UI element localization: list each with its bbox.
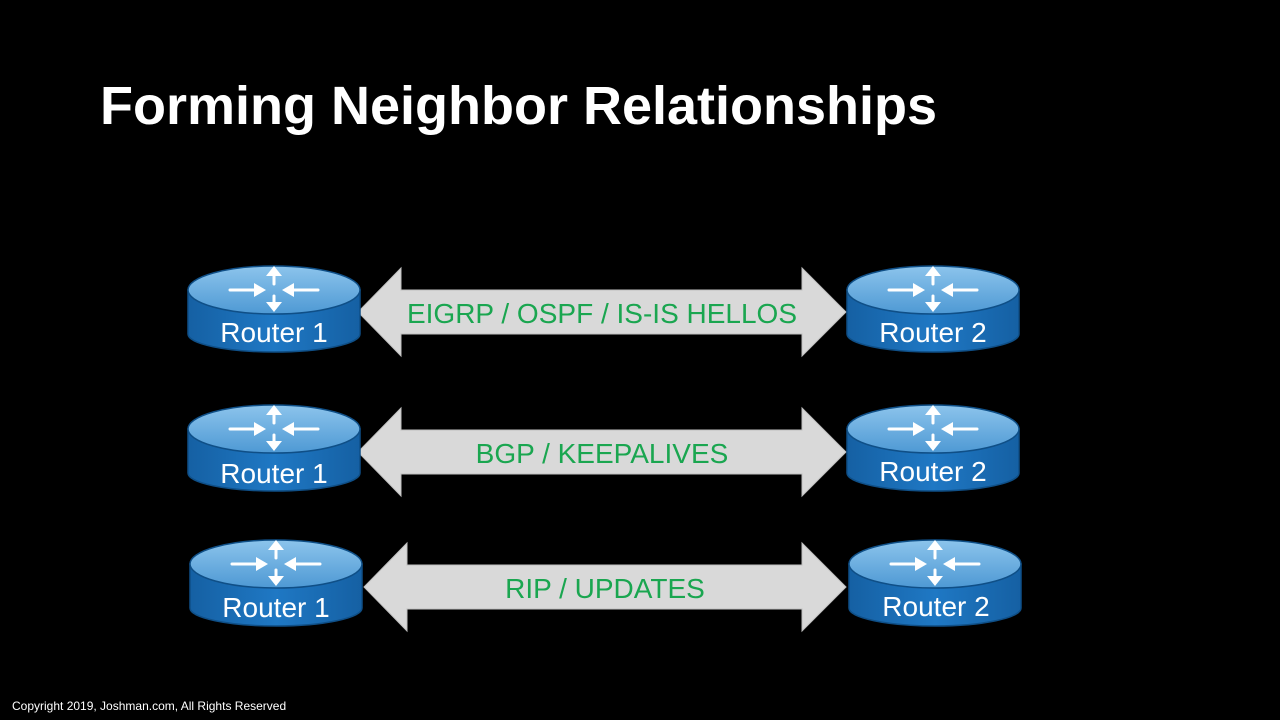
arrow-label-3: RIP / UPDATES — [505, 573, 705, 604]
router-label-left-1: Router 1 — [220, 317, 327, 348]
arrow-label-1: EIGRP / OSPF / IS-IS HELLOS — [407, 298, 797, 329]
row-3: RIP / UPDATES Router 1 Router 2 — [188, 538, 1023, 633]
router-label-left-2: Router 1 — [220, 458, 327, 489]
slide-title: Forming Neighbor Relationships — [100, 76, 938, 136]
router-label-right-2: Router 2 — [879, 456, 986, 487]
router-label-left-3: Router 1 — [222, 592, 329, 623]
router-label-right-3: Router 2 — [882, 591, 989, 622]
row-1: EIGRP / OSPF / IS-IS HELLOS Router 1 Rou… — [186, 264, 1021, 358]
double-arrow-3 — [363, 541, 847, 633]
copyright-notice: Copyright 2019, Joshman.com, All Rights … — [12, 699, 287, 713]
row-2: BGP / KEEPALIVES Router 1 Router 2 — [186, 403, 1021, 498]
double-arrow-1 — [357, 266, 847, 358]
arrow-label-2: BGP / KEEPALIVES — [476, 438, 729, 469]
double-arrow-2 — [357, 406, 847, 498]
router-label-right-1: Router 2 — [879, 317, 986, 348]
